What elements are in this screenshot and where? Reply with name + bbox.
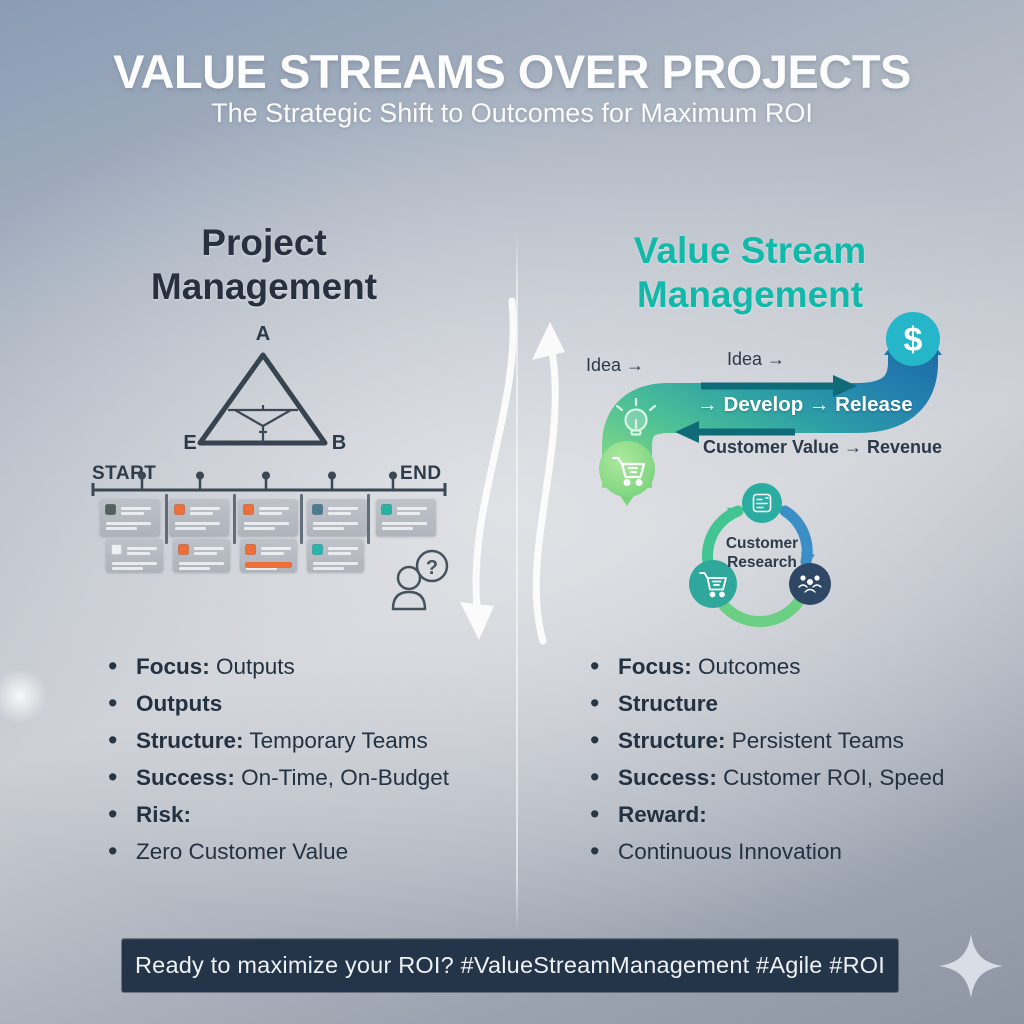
bullet-label: Success: [136,765,235,790]
bullet-label: Structure [618,691,719,716]
dollar-icon [886,312,940,366]
svg-text:?: ? [426,557,438,579]
bullet-text: Persistent Teams [725,728,904,753]
task-card-icon [381,504,392,515]
task-card [307,539,364,572]
timeline-diagram [91,471,447,496]
bullet-text: Zero Customer Value [136,839,349,864]
task-card [307,499,367,536]
card-separator [300,494,303,544]
bullet-item: Success: Customer ROI, Speed [582,762,1002,793]
bullet-text: Outputs [209,654,295,679]
idea-label-left: Idea → [586,355,645,375]
card-separator [165,494,168,544]
bullet-item: Focus: Outcomes [582,651,1002,682]
task-card-icon [105,504,116,515]
bullet-item: Reward: [582,799,1002,830]
page-title: VALUE STREAMS OVER PROJECTS [113,45,911,98]
bullet-item: Risk: [100,799,520,830]
timeline-card-row-2 [106,539,364,572]
bullet-list-right: Focus: Outcomes Structure Structure: Per… [582,651,1002,876]
bullet-label: Focus: [136,654,210,679]
person-question-icon: ? [391,549,449,611]
task-card [106,539,163,572]
right-column-heading: Value Stream Management [633,230,867,315]
cta-banner: Ready to maximize your ROI? #ValueStream… [122,939,898,992]
timeline-end-label: END [400,463,442,484]
task-card [376,499,436,536]
bullet-item: Success: On-Time, On-Budget [100,762,520,793]
bullet-label: Focus: [618,654,692,679]
bullet-label: Structure: [136,728,244,753]
bullet-label: Structure: [618,728,726,753]
task-card [240,539,297,572]
cart-icon [611,456,646,487]
bullet-label: Success: [618,765,717,790]
bullet-item: Structure [582,688,1002,719]
task-card [100,499,160,536]
dollar-symbol: $ [904,321,923,359]
task-card-icon [178,544,189,555]
value-stream-ribbon: $ [599,312,942,506]
bullet-item: Focus: Outputs [100,651,520,682]
task-card [169,499,229,536]
page-subtitle: The Strategic Shift to Outcomes for Maxi… [211,98,813,128]
bullet-item: Zero Customer Value [100,836,520,867]
swap-arrows [460,297,565,645]
cta-text: Ready to maximize your ROI? #ValueStream… [135,952,885,978]
survey-icon [752,493,772,513]
timeline-card-row-1 [100,499,436,536]
bullet-text: Temporary Teams [243,728,428,753]
research-cycle-diagram [689,483,831,628]
task-card-icon [111,544,122,555]
card-separator [367,494,370,544]
task-card-icon [312,544,323,555]
triangle-label-e: E [183,432,196,453]
bullet-label: Outputs [136,691,223,716]
task-card-icon [243,504,254,515]
lightbulb-icon [615,397,657,436]
task-card [173,539,230,572]
customer-value-label: Customer Value → Revenue [702,437,943,457]
task-card-icon [312,504,323,515]
cycle-cart-icon [699,572,727,598]
bullet-text: Outcomes [691,654,801,679]
left-column-heading: Project Management [150,222,378,307]
bullet-text: Customer ROI, Speed [716,765,945,790]
column-divider [516,230,518,934]
light-glow [0,668,48,724]
triangle-label-b: B [332,432,346,453]
idea-label-top: Idea → [727,349,786,369]
triangle-label-a: A [256,323,270,345]
bullet-label: Risk: [136,802,192,827]
sparkle-icon [939,934,1003,998]
bullet-item: Outputs [100,688,520,719]
bullet-item: Structure: Persistent Teams [582,725,1002,756]
bullet-item: Structure: Temporary Teams [100,725,520,756]
bullet-text: Continuous Innovation [618,839,842,864]
task-card-icon [174,504,185,515]
bullet-label: Reward: [618,802,707,827]
task-card-icon [245,544,256,555]
iron-triangle-diagram: A E B [183,323,346,453]
card-separator [233,494,236,544]
task-card [238,499,298,536]
bullet-item: Continuous Innovation [582,836,1002,867]
bullet-text: On-Time, On-Budget [234,765,450,790]
cycle-center-label: Customer Research [725,535,799,572]
develop-release-label: → Develop → Release [697,393,913,416]
bullet-list-left: Focus: Outputs Outputs Structure: Tempor… [100,651,520,876]
